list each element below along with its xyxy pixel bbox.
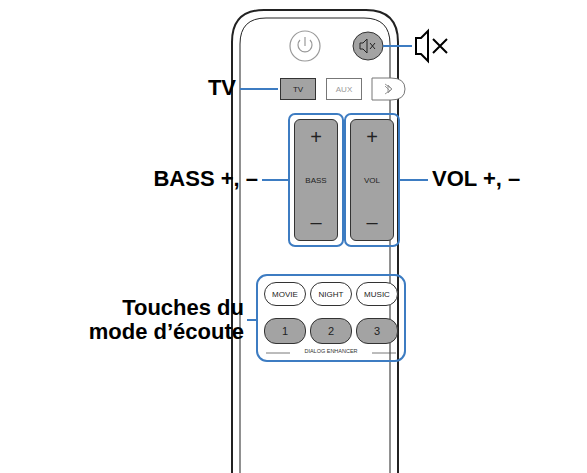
music-button: MUSIC <box>356 282 398 306</box>
callout-label: BASS +, – <box>40 167 258 191</box>
power-icon <box>298 37 312 52</box>
leader-line <box>240 88 278 90</box>
callout-label: TV <box>150 76 236 100</box>
button-label: NIGHT <box>319 290 344 299</box>
button-label: 3 <box>374 325 380 337</box>
bass-button: + BASS – <box>294 119 338 241</box>
leader-line <box>247 319 257 321</box>
callout-label: Touches du mode d’écoute <box>70 296 244 344</box>
aux-button: AUX <box>326 78 362 100</box>
button-label: VOL <box>364 176 380 185</box>
mute-button <box>353 32 383 60</box>
mute-callout-icon <box>416 31 447 61</box>
button-label: BASS <box>305 176 326 185</box>
preset-button: 3 <box>356 318 398 344</box>
group-rule <box>372 353 396 354</box>
button-label: MOVIE <box>272 290 298 299</box>
button-label: MUSIC <box>364 290 390 299</box>
button-label: TV <box>293 85 303 94</box>
button-label: – <box>366 211 377 234</box>
button-label: + <box>310 126 322 149</box>
vol-button: + VOL – <box>350 119 394 241</box>
group-label: DIALOG ENHANCER <box>290 348 372 354</box>
button-label: – <box>310 211 321 234</box>
button-label: 1 <box>282 325 288 337</box>
preset-button: 2 <box>310 318 352 344</box>
button-label: 2 <box>328 325 334 337</box>
leader-line <box>383 45 412 47</box>
night-button: NIGHT <box>310 282 352 306</box>
mute-icon <box>360 39 375 53</box>
mode-highlight <box>257 275 405 361</box>
leader-line <box>399 179 428 181</box>
bluetooth-icon <box>385 84 392 94</box>
bass-highlight <box>289 114 343 246</box>
button-label: + <box>366 126 378 149</box>
tv-button: TV <box>280 78 316 100</box>
callout-label: VOL +, – <box>432 167 584 191</box>
preset-button: 1 <box>264 318 306 344</box>
power-button <box>290 31 320 61</box>
leader-line <box>262 179 289 181</box>
vol-highlight <box>345 114 399 246</box>
movie-button: MOVIE <box>264 282 306 306</box>
button-label: AUX <box>336 85 352 94</box>
group-rule <box>266 353 290 354</box>
bluetooth-button <box>372 78 405 100</box>
